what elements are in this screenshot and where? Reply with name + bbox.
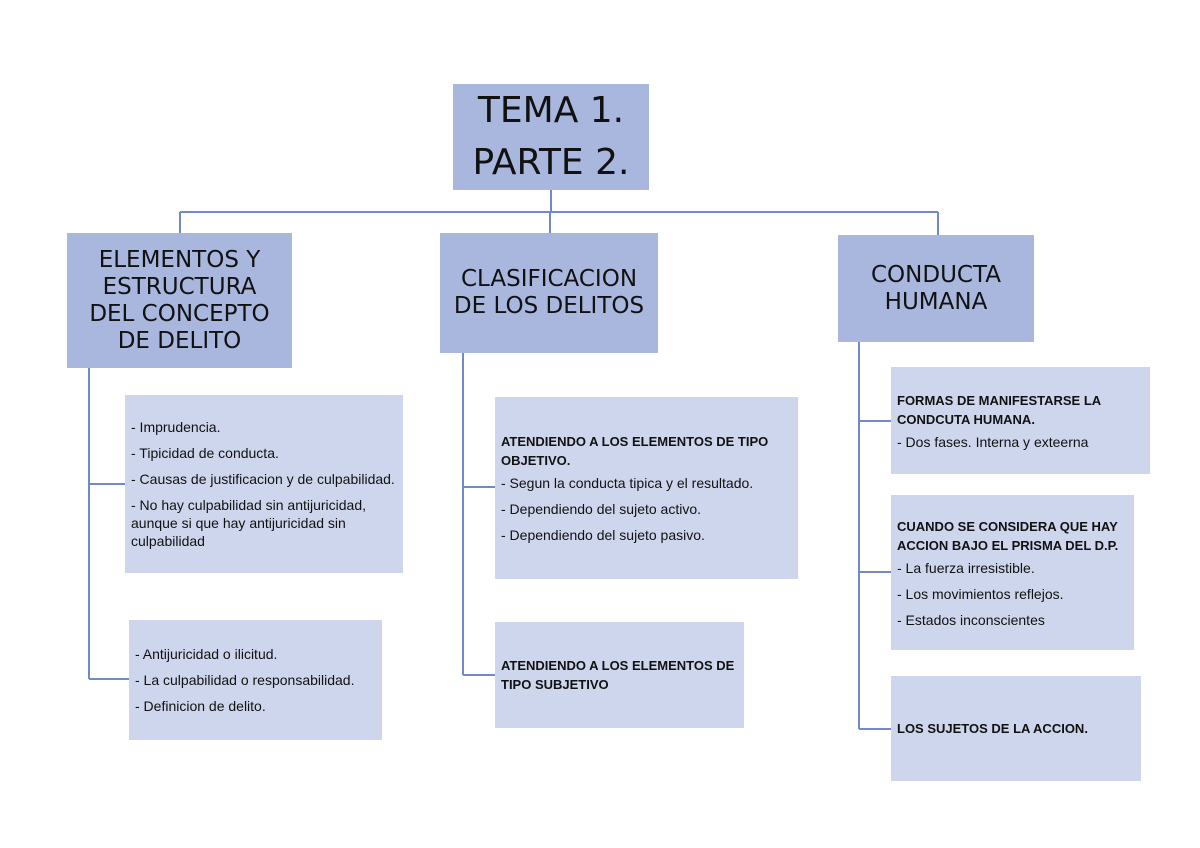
list-item: - Antijuricidad o ilicitud. (135, 646, 278, 662)
list-item: - Dependiendo del sujeto pasivo. (501, 527, 705, 543)
branch-1-title-line-2: ESTRUCTURA (102, 273, 257, 300)
box-title: FORMAS DE MANIFESTARSE LA CONDCUTA HUMAN… (897, 392, 1101, 427)
branch-3-box-2: CUANDO SE CONSIDERA QUE HAY ACCION BAJO … (891, 495, 1134, 650)
list-item: - Segun la conducta tipica y el resultad… (501, 475, 754, 491)
list-item: - Imprudencia. (131, 419, 221, 435)
branch-1-box-1: - Imprudencia. - Tipicidad de conducta. … (125, 395, 403, 573)
root-title-line-2: PARTE 2. (472, 142, 630, 183)
box-title: ATENDIENDO A LOS ELEMENTOS DE TIPO OBJET… (501, 434, 769, 468)
box-title: LOS SUJETOS DE LA ACCION. (897, 721, 1088, 736)
root-node: TEMA 1. PARTE 2. (453, 84, 649, 190)
branch-2-node: CLASIFICACION DE LOS DELITOS (440, 233, 658, 353)
branch-1-node: ELEMENTOS Y ESTRUCTURA DEL CONCEPTO DE D… (67, 233, 292, 368)
branch-2-title-line-1: CLASIFICACION (460, 266, 638, 292)
branch-3-box-3: LOS SUJETOS DE LA ACCION. (891, 676, 1141, 781)
branch-2-box-2: ATENDIENDO A LOS ELEMENTOS DE TIPO SUBJE… (495, 622, 744, 728)
branch-3-title-line-1: CONDUCTA (871, 261, 1001, 288)
branch-1-title-line-1: ELEMENTOS Y (98, 246, 261, 273)
box-title: ATENDIENDO A LOS ELEMENTOS DE TIPO SUBJE… (501, 658, 735, 692)
list-item: - Estados inconscientes (897, 611, 1045, 628)
root-title-line-1: TEMA 1. (477, 90, 625, 131)
list-item: - Los movimientos reflejos. (897, 585, 1064, 602)
list-item: - Causas de justificacion y de culpabili… (131, 471, 395, 487)
branch-1-title-line-3: DEL CONCEPTO (89, 300, 270, 327)
branch-3-box-1: FORMAS DE MANIFESTARSE LA CONDCUTA HUMAN… (891, 367, 1150, 474)
branch-2-box-1: ATENDIENDO A LOS ELEMENTOS DE TIPO OBJET… (495, 397, 798, 579)
branch-3-title-line-2: HUMANA (884, 288, 988, 315)
list-item: - Tipicidad de conducta. (131, 445, 279, 461)
list-item: - La culpabilidad o responsabilidad. (135, 672, 355, 688)
list-item: - No hay culpabilidad sin antijuricidad,… (131, 497, 367, 549)
list-item: - Definicion de delito. (135, 698, 266, 714)
list-item: - Dos fases. Interna y exteerna (897, 433, 1089, 450)
list-item: - Dependiendo del sujeto activo. (501, 501, 702, 517)
branch-1-title-line-4: DE DELITO (117, 327, 242, 354)
branch-3-node: CONDUCTA HUMANA (838, 235, 1034, 342)
branch-1-box-2: - Antijuricidad o ilicitud. - La culpabi… (129, 620, 382, 740)
list-item: - La fuerza irresistible. (897, 559, 1035, 576)
box-title: CUANDO SE CONSIDERA QUE HAY ACCION BAJO … (897, 518, 1119, 553)
branch-2-title-line-2: DE LOS DELITOS (453, 293, 645, 319)
